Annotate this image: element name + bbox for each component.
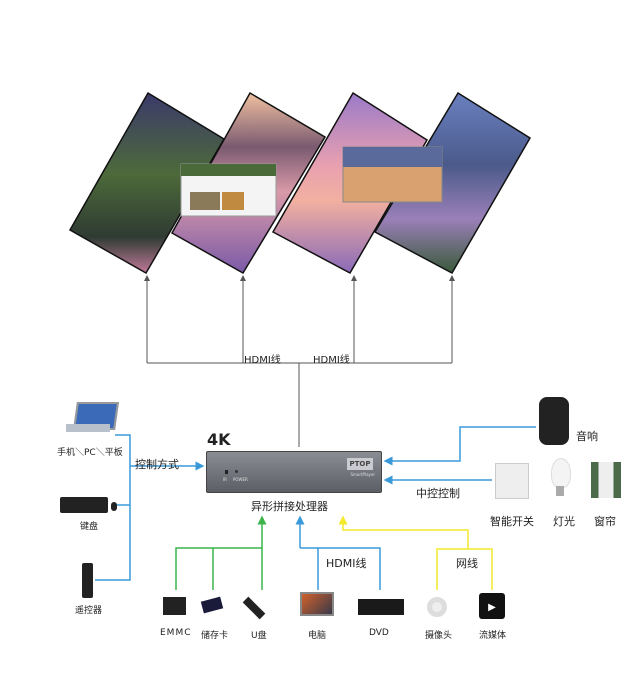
keyboard-icon [60, 497, 108, 513]
power-label: POWER [233, 477, 248, 482]
mouse-icon [111, 502, 117, 511]
control-device-label: 键盘 [80, 522, 99, 532]
switch-icon [495, 463, 529, 499]
ptop-logo: PTOP [347, 458, 373, 470]
remote-icon [82, 563, 93, 598]
central-device-label: 智能开关 [490, 515, 534, 528]
central-control-label: 中控控制 [416, 487, 460, 500]
control-device-label: 手机＼PC＼平板 [57, 448, 123, 458]
speaker-label: 音响 [576, 430, 598, 443]
central-device-label: 灯光 [553, 515, 575, 528]
input-device-label: U盘 [251, 631, 267, 641]
display-panel-1 [68, 91, 226, 275]
camera-icon [427, 597, 447, 617]
processor-name: 异形拼接处理器 [251, 500, 328, 513]
curtain-icon [591, 462, 621, 498]
ir-led [225, 470, 228, 474]
power-led [235, 470, 238, 473]
bulb-icon [551, 458, 571, 488]
ir-label: IR [223, 477, 227, 482]
hdmi-label-2: HDMI线 [313, 355, 350, 366]
input-device-label: DVD [369, 628, 389, 638]
hdmi-label-1: HDMI线 [244, 355, 281, 366]
central-device-label: 窗帘 [594, 515, 616, 528]
streaming-icon: ▶ [479, 593, 505, 619]
input-device-label: 电脑 [308, 631, 327, 641]
dvd-player-icon [358, 599, 404, 615]
hdmi-input-label: HDMI线 [326, 557, 367, 570]
input-device-label: 流媒体 [479, 631, 507, 641]
control-device-label: 遥控器 [75, 606, 103, 616]
speaker-icon [539, 397, 569, 445]
logo-subtitle: SmartPlayer [350, 472, 375, 477]
bulb-base-icon [556, 486, 564, 496]
control-method-label: 控制方式 [135, 458, 179, 471]
input-device-label: 摄像头 [425, 631, 453, 641]
laptop-icon [300, 592, 334, 616]
splicing-processor: IR POWER PTOP SmartPlayer [206, 451, 382, 493]
emmc-icon [163, 597, 186, 615]
tablet-icon [66, 424, 110, 432]
4k-badge: 4K [207, 430, 231, 449]
input-device-label: 储存卡 [201, 631, 229, 641]
input-device-label: EMMC [160, 628, 192, 638]
network-label: 网线 [456, 557, 478, 570]
